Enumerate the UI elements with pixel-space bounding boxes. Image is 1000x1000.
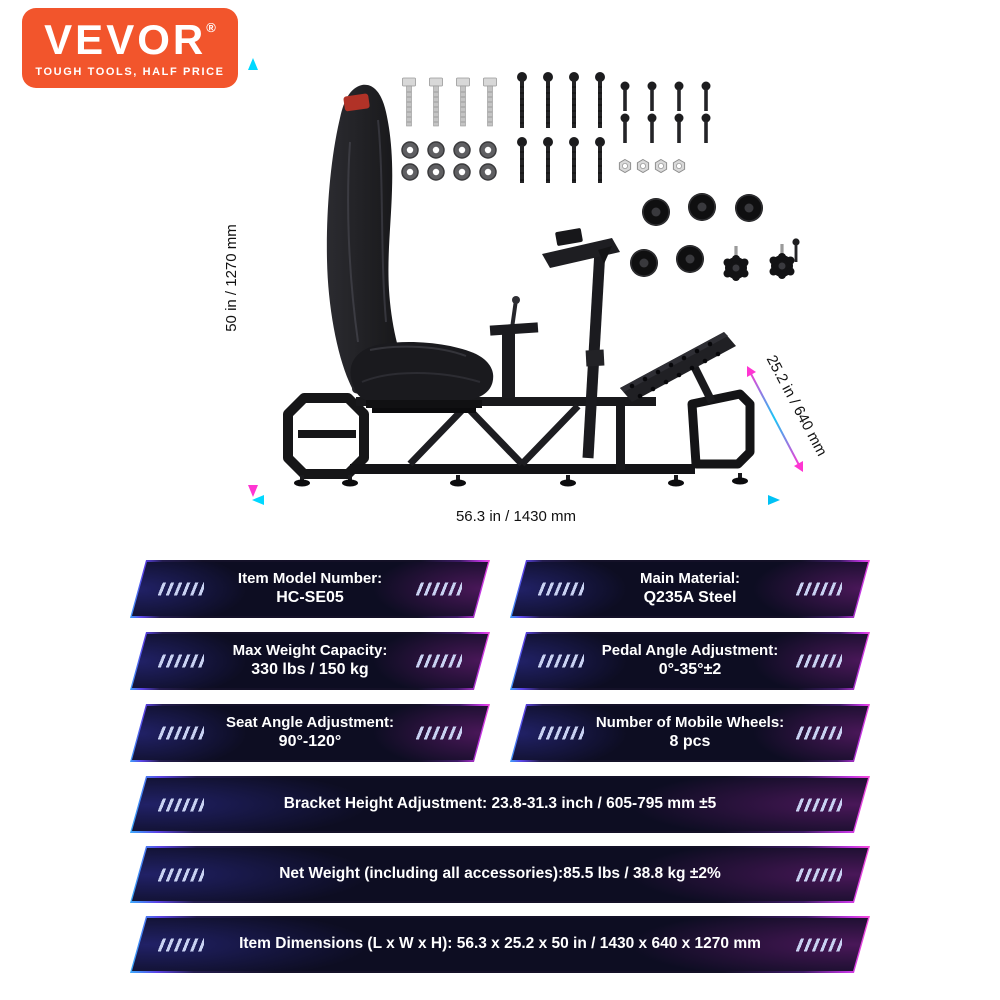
hatch-marks-icon — [158, 655, 204, 668]
dimension-height-label: 50 in / 1270 mm — [223, 224, 240, 332]
spec-text: Item Dimensions (L x W x H): 56.3 x 25.2… — [239, 935, 761, 953]
hatch-marks-icon — [538, 727, 584, 740]
spec-banner-max-weight: Max Weight Capacity: 330 lbs / 150 kg — [130, 632, 490, 690]
spec-label: Pedal Angle Adjustment: — [601, 641, 779, 659]
spec-text: Net Weight (including all accessories):8… — [279, 865, 721, 883]
spec-value: 330 lbs / 150 kg — [251, 661, 369, 679]
pedal-plate — [620, 332, 736, 404]
hatch-marks-icon — [796, 798, 842, 811]
spec-value: 8 pcs — [669, 733, 711, 751]
hardware-star-knobs-icon — [723, 244, 795, 281]
spec-banner-bracket-height: Bracket Height Adjustment: 23.8-31.3 inc… — [130, 776, 870, 833]
hatch-marks-icon — [796, 727, 842, 740]
hatch-marks-icon — [158, 868, 204, 881]
spec-value: 0°-35°±2 — [658, 661, 722, 679]
hatch-marks-icon — [158, 938, 204, 951]
hatch-marks-icon — [796, 938, 842, 951]
spec-banner-item-model: Item Model Number: HC-SE05 — [130, 560, 490, 618]
spec-label: Main Material: — [639, 569, 741, 587]
product-illustration-image — [248, 58, 803, 505]
spec-label: Max Weight Capacity: — [232, 641, 388, 659]
dimension-arrow-length — [252, 495, 780, 505]
hatch-marks-icon — [796, 583, 842, 596]
hatch-marks-icon — [416, 727, 462, 740]
hardware-hex-bolts-icon — [402, 77, 497, 127]
spec-banner-pedal-angle: Pedal Angle Adjustment: 0°-35°±2 — [510, 632, 870, 690]
frame-feet — [294, 473, 748, 487]
steering-wheel-mount — [542, 228, 620, 459]
hatch-marks-icon — [796, 868, 842, 881]
hatch-marks-icon — [416, 583, 462, 596]
brand-logo: VEVOR ® TOUGH TOOLS, HALF PRICE — [22, 8, 238, 88]
brand-tagline: TOUGH TOOLS, HALF PRICE — [35, 65, 225, 78]
dimension-arrow-height — [248, 58, 258, 497]
gear-shifter-mount — [489, 296, 539, 398]
hatch-marks-icon — [538, 583, 584, 596]
spec-value: HC-SE05 — [276, 589, 344, 607]
hardware-nuts-icon — [618, 159, 686, 173]
spec-label: Seat Angle Adjustment: — [225, 713, 395, 731]
hardware-small-screws-icon — [620, 81, 800, 262]
spec-label: Item Model Number: — [237, 569, 383, 587]
seat-logo-patch — [343, 93, 370, 112]
spec-banner-mobile-wheels: Number of Mobile Wheels: 8 pcs — [510, 704, 870, 762]
racing-seat — [326, 84, 494, 413]
cockpit-frame — [283, 389, 755, 487]
spec-label: Number of Mobile Wheels: — [595, 713, 785, 731]
spec-banner-main-material: Main Material: Q235A Steel — [510, 560, 870, 618]
hatch-marks-icon — [158, 583, 204, 596]
hardware-long-screws-icon — [516, 71, 606, 184]
dimension-arrow-depth — [747, 366, 803, 472]
spec-banner-item-dimensions: Item Dimensions (L x W x H): 56.3 x 25.2… — [130, 916, 870, 973]
spec-banner-seat-angle: Seat Angle Adjustment: 90°-120° — [130, 704, 490, 762]
registered-mark: ® — [206, 19, 216, 35]
brand-name: VEVOR — [44, 15, 207, 63]
hatch-marks-icon — [416, 655, 462, 668]
spec-text: Bracket Height Adjustment: 23.8-31.3 inc… — [283, 795, 717, 813]
spec-value: 90°-120° — [278, 733, 342, 751]
hatch-marks-icon — [538, 655, 584, 668]
spec-banner-net-weight: Net Weight (including all accessories):8… — [130, 846, 870, 903]
spec-value: Q235A Steel — [643, 589, 737, 607]
hatch-marks-icon — [158, 727, 204, 740]
dimension-length-label: 56.3 in / 1430 mm — [455, 508, 577, 525]
hatch-marks-icon — [796, 655, 842, 668]
hardware-washers-icon — [401, 141, 497, 181]
brand-name-row: VEVOR ® — [44, 15, 216, 63]
hatch-marks-icon — [158, 798, 204, 811]
